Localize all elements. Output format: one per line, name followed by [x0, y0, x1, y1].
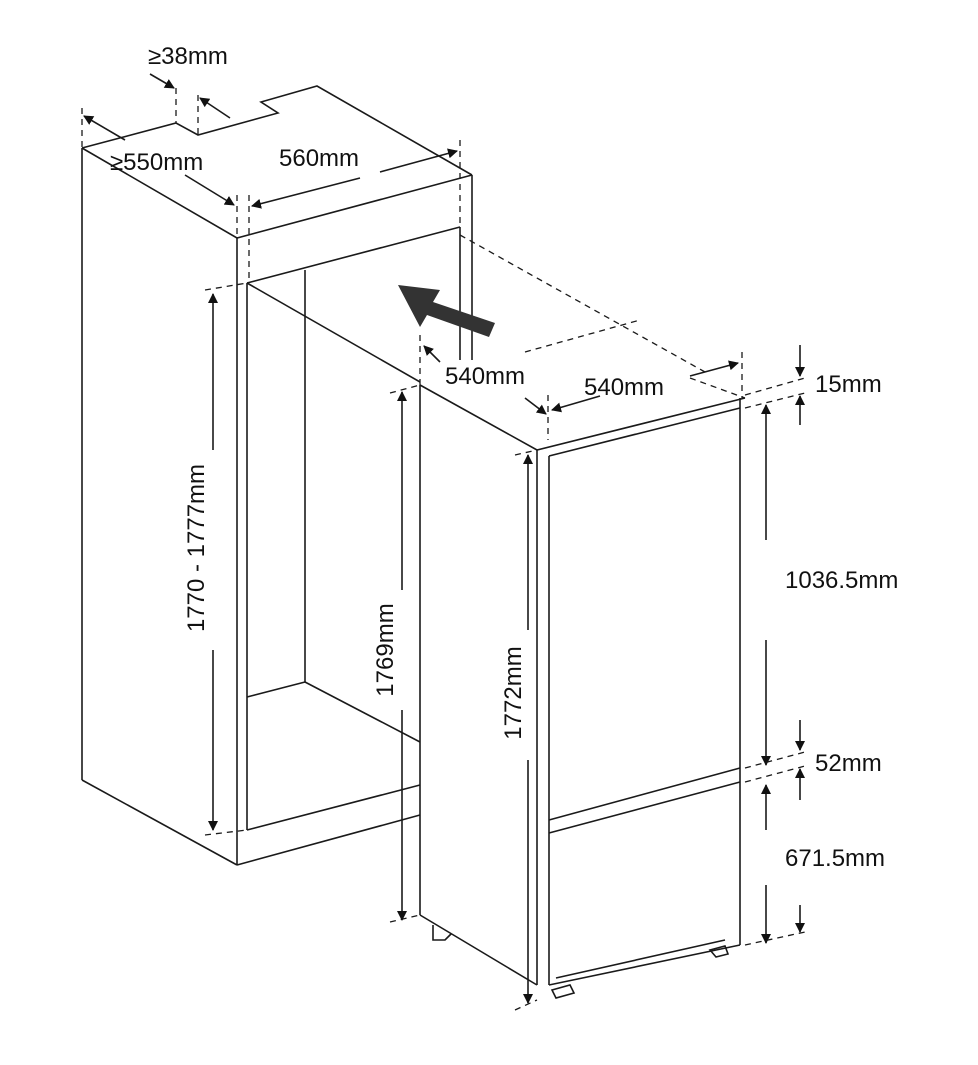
niche-cabinet: [81, 85, 473, 866]
refrigerator: [419, 234, 746, 999]
appliance-depth-label: 540mm: [445, 363, 525, 390]
niche-depth-label: ≥550mm: [110, 149, 203, 176]
upper-door-label: 1036.5mm: [785, 567, 898, 594]
appliance-side-height-label: 1769mm: [372, 603, 399, 696]
appliance-height-label: 1772mm: [500, 646, 527, 739]
niche-height-label: 1770 - 1777mm: [183, 464, 210, 632]
insert-direction-arrow: [398, 285, 495, 337]
lower-door-label: 671.5mm: [785, 845, 885, 872]
door-gap-label: 52mm: [815, 750, 882, 777]
appliance-width-label: 540mm: [584, 374, 664, 401]
niche-width-label: 560mm: [279, 145, 359, 172]
top-gap-label: 15mm: [815, 371, 882, 398]
clearance-top-label: ≥38mm: [148, 43, 228, 70]
dimension-lines: [81, 73, 806, 1011]
